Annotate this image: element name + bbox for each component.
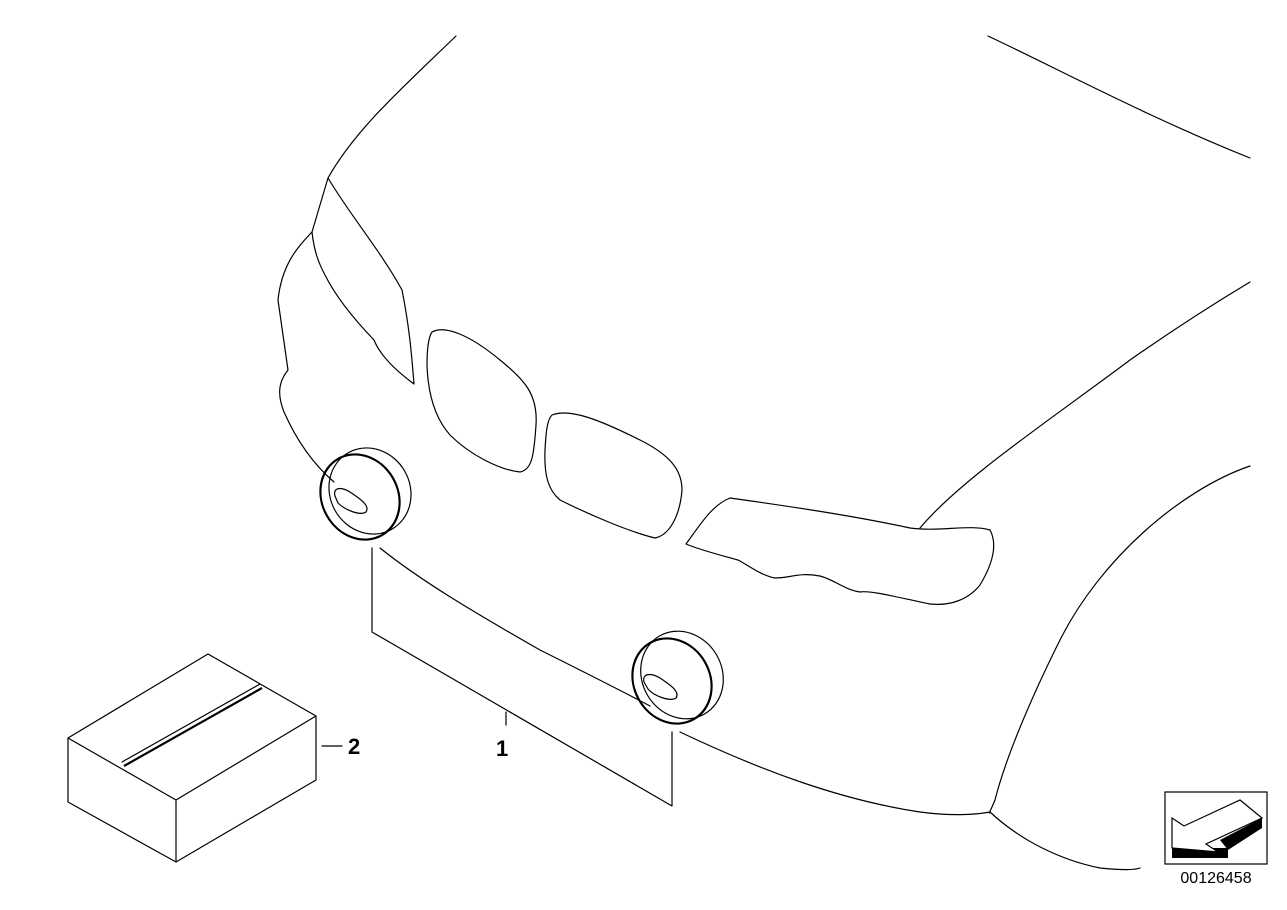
callout-1-leader: [371, 547, 673, 807]
diagram-id: 00126458: [1180, 870, 1252, 887]
grille-left: [426, 329, 537, 473]
cover-plug-left: [319, 447, 412, 541]
car-body-outline: [277, 35, 1251, 871]
callout-2-label: 2: [348, 734, 360, 759]
cover-plug-right: [631, 630, 724, 725]
parts-box-icon: [67, 653, 317, 863]
headlight: [685, 497, 995, 605]
callout-1-label: 1: [496, 736, 508, 761]
grille-right: [544, 412, 683, 539]
arrow-back-icon[interactable]: [1164, 791, 1268, 865]
